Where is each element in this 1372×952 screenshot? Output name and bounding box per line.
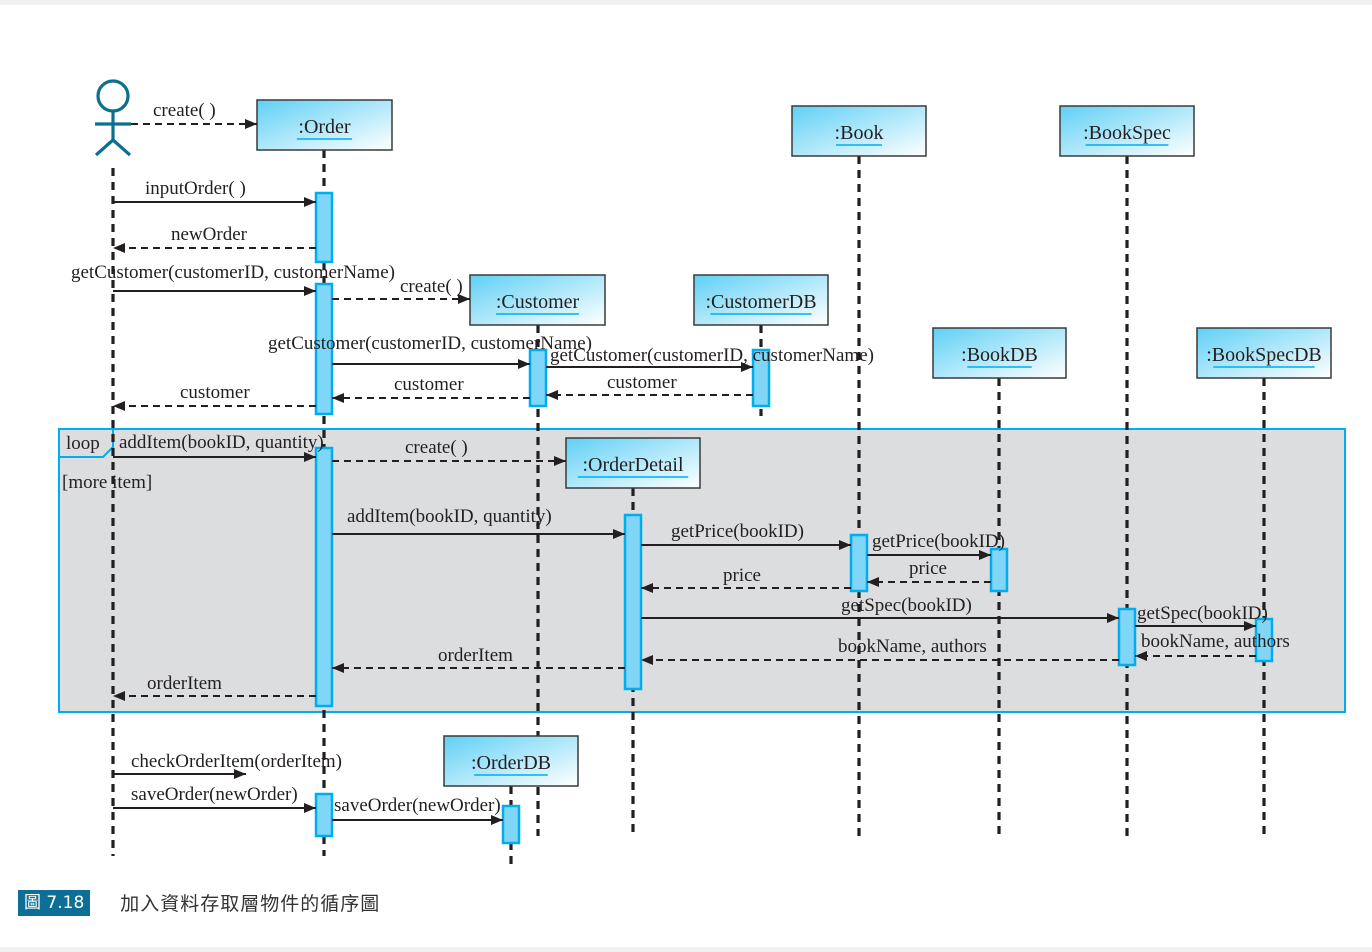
- message-label: getCustomer(customerID, customerName): [71, 262, 395, 283]
- message-label: newOrder: [171, 224, 248, 245]
- activation-bar-orderdetail: [623, 513, 643, 691]
- message-label: customer: [607, 372, 677, 393]
- message-label: create( ): [405, 437, 468, 458]
- figure-canvas: loop [more item] :Order :Customer :CustomerD…: [0, 5, 1372, 947]
- message-label: bookName, authors: [1141, 631, 1290, 652]
- object-label-order: :Order: [298, 116, 351, 138]
- message-label: addItem(bookID, quantity): [347, 506, 552, 527]
- message-label: orderItem: [147, 673, 222, 694]
- object-box-bookspecdb: [1196, 327, 1332, 379]
- object-box-customerdb: [693, 274, 829, 326]
- message-label: getSpec(bookID): [1137, 603, 1268, 624]
- figure-title: 加入資料存取層物件的循序圖: [120, 893, 381, 915]
- message-label: getCustomer(customerID, customerName): [268, 333, 592, 354]
- activation-bar-bookdb: [989, 547, 1009, 593]
- message-label: saveOrder(newOrder): [334, 795, 501, 816]
- activation-bar-bookspec: [1117, 607, 1137, 667]
- loop-frame: [58, 428, 1346, 713]
- message-label: create( ): [400, 276, 463, 297]
- message-label: price: [723, 565, 761, 586]
- activation-bar-order: [314, 446, 334, 708]
- message-label: getPrice(bookID): [872, 531, 1005, 552]
- message-label: getSpec(bookID): [841, 595, 972, 616]
- object-label-customerdb: :CustomerDB: [705, 291, 816, 313]
- object-label-orderdb: :OrderDB: [471, 752, 551, 774]
- loop-guard-label: [more item]: [62, 472, 152, 493]
- message-label: checkOrderItem(orderItem): [131, 751, 342, 772]
- message-label: getPrice(bookID): [671, 521, 804, 542]
- message-label: saveOrder(newOrder): [131, 784, 298, 805]
- activation-bar-bookspecdb: [1254, 617, 1274, 663]
- message-label: create( ): [153, 100, 216, 121]
- message-label: addItem(bookID, quantity): [119, 432, 324, 453]
- message-label: inputOrder( ): [145, 178, 246, 199]
- activation-bar-order: [314, 792, 334, 838]
- object-box-customer: [469, 274, 606, 326]
- object-label-bookspec: :BookSpec: [1083, 122, 1171, 144]
- sequence-diagram: loop [more item] :Order :Customer :CustomerD…: [58, 79, 1346, 868]
- figure-number-badge: 圖 7.18: [18, 889, 91, 916]
- activation-bar-order: [314, 282, 334, 416]
- object-label-bookspecdb: :BookSpecDB: [1206, 344, 1322, 366]
- object-box-bookdb: [932, 327, 1067, 379]
- message-label: orderItem: [438, 645, 513, 666]
- object-box-orderdb: [443, 735, 579, 787]
- message-label: price: [909, 558, 947, 579]
- loop-operator-label: loop: [66, 433, 100, 454]
- object-label-orderdetail: :OrderDetail: [582, 454, 684, 476]
- object-box-book: [791, 105, 927, 157]
- activation-bar-orderdb: [501, 804, 521, 845]
- message-label: bookName, authors: [838, 636, 987, 657]
- figure-caption: 圖 7.18 加入資料存取層物件的循序圖: [18, 889, 380, 916]
- message-label: customer: [394, 374, 464, 395]
- activation-bar-book: [849, 533, 869, 593]
- activation-bar-order: [314, 191, 334, 264]
- object-box-orderdetail: [565, 437, 701, 489]
- actor-stick-figure-icon: [94, 79, 132, 157]
- activation-bar-customerdb: [751, 348, 771, 408]
- object-box-order: [256, 99, 393, 151]
- object-label-customer: :Customer: [496, 291, 580, 313]
- object-label-bookdb: :BookDB: [961, 344, 1038, 366]
- object-box-bookspec: [1059, 105, 1195, 157]
- object-label-book: :Book: [835, 122, 884, 144]
- message-label: getCustomer(customerID, customerName): [550, 345, 874, 366]
- message-label: customer: [180, 382, 250, 403]
- activation-bar-customer: [528, 348, 548, 408]
